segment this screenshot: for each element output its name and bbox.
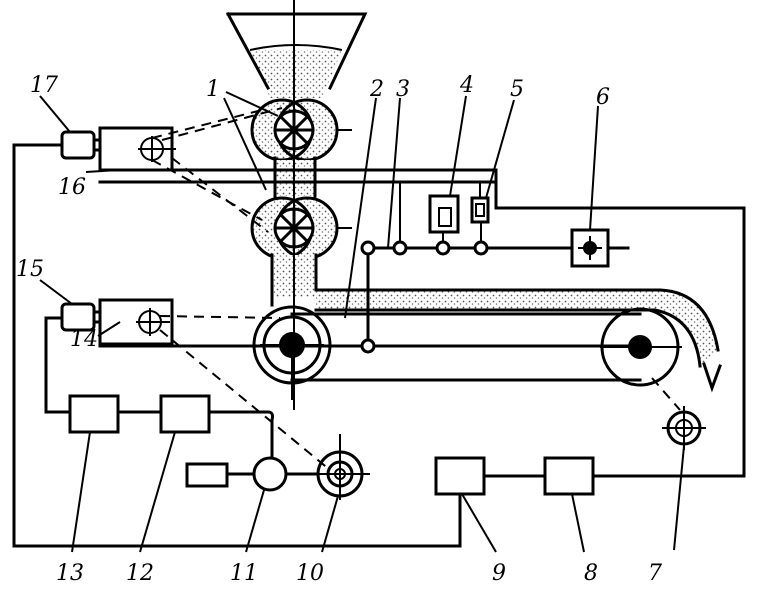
label-14: 14 <box>70 327 98 352</box>
leader-lines <box>39 91 685 553</box>
label-17: 17 <box>30 73 58 98</box>
adjuster-6 <box>570 228 610 268</box>
number-labels: 1 2 3 4 5 6 7 8 9 10 11 12 13 14 15 16 1… <box>16 73 662 586</box>
label-13: 13 <box>56 561 84 586</box>
label-5: 5 <box>510 77 524 102</box>
label-8: 8 <box>584 561 598 586</box>
label-7: 7 <box>648 561 662 586</box>
label-3: 3 <box>396 77 410 102</box>
label-15: 15 <box>16 257 44 282</box>
label-10: 10 <box>296 561 324 586</box>
tail-drum <box>600 307 682 387</box>
label-1: 1 <box>206 77 220 102</box>
lower-gearbox <box>98 298 174 346</box>
sensor-4 <box>428 194 460 234</box>
sensor-5 <box>470 182 490 224</box>
material-layer <box>314 288 722 393</box>
reducer-10 <box>312 434 370 500</box>
block-13 <box>68 394 120 434</box>
hopper <box>225 11 368 98</box>
upper-rotary-feeder <box>250 98 352 162</box>
label-16: 16 <box>58 175 86 200</box>
upper-motor <box>60 130 102 160</box>
dashed-transmissions <box>151 107 331 471</box>
label-11: 11 <box>230 561 258 586</box>
label-2: 2 <box>369 77 384 102</box>
lower-rotary-feeder <box>250 196 352 260</box>
weighing-frame <box>360 246 376 354</box>
label-9: 9 <box>492 561 506 586</box>
block-8 <box>543 456 595 496</box>
upper-gearbox <box>98 126 176 172</box>
tachogenerator-7 <box>651 377 706 450</box>
block-9 <box>434 456 486 496</box>
label-12: 12 <box>126 561 154 586</box>
label-4: 4 <box>459 73 474 98</box>
drive-drum <box>252 305 332 400</box>
signal-wiring <box>12 143 746 548</box>
label-6: 6 <box>596 85 610 110</box>
block-12 <box>159 394 211 434</box>
